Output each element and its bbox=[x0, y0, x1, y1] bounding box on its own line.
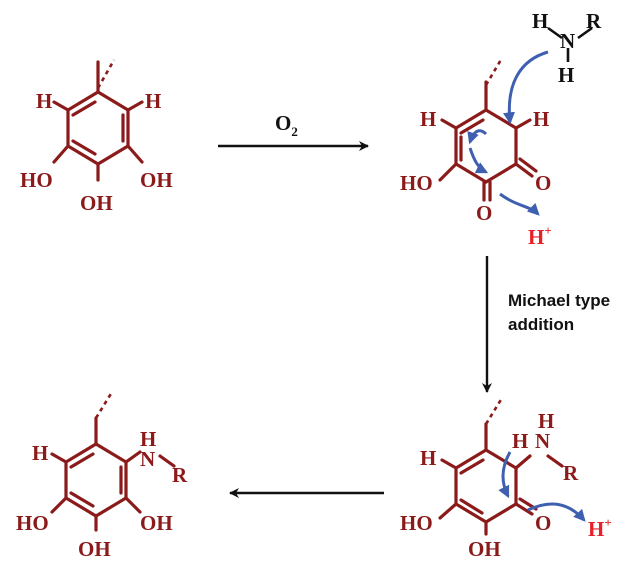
oxidation-arrow: O2 bbox=[218, 111, 369, 151]
hydroxyl-right: OH bbox=[140, 511, 173, 535]
hydroxyl-bottom: OH bbox=[80, 191, 113, 215]
michael-label-line1: Michael type bbox=[508, 291, 610, 310]
proton-top: H+ bbox=[528, 223, 552, 249]
pyrogallol-molecule: H H HO OH OH bbox=[20, 59, 173, 215]
hydroxyl-right: OH bbox=[140, 168, 173, 192]
quinone-molecule: H H HO O O H+ bbox=[400, 57, 552, 249]
proton-bottom: H+ bbox=[588, 515, 612, 541]
h-atom-left: H bbox=[32, 441, 48, 465]
amine-nitrogen: N bbox=[535, 429, 550, 453]
amine-nitrogen: N bbox=[560, 29, 575, 53]
h-atom-right: H bbox=[533, 107, 549, 131]
michael-adduct-molecule: H N H R H HO O OH H+ bbox=[400, 397, 612, 561]
amine-r-group: R bbox=[172, 463, 188, 487]
h-atom-right: H bbox=[145, 89, 161, 113]
amine-r-group: R bbox=[563, 461, 579, 485]
carbonyl-oxygen-bottom: O bbox=[476, 201, 492, 225]
amine-h-atom: H bbox=[538, 409, 554, 433]
carbonyl-oxygen: O bbox=[535, 511, 551, 535]
hydroxyl-left: HO bbox=[20, 168, 53, 192]
amine-nitrogen: N bbox=[140, 447, 155, 471]
michael-addition-arrow: Michael type addition bbox=[482, 256, 610, 393]
h-atom-left: H bbox=[36, 89, 52, 113]
hydroxyl-bottom: OH bbox=[78, 537, 111, 561]
michael-label-line2: addition bbox=[508, 315, 574, 334]
hydroxyl-left: HO bbox=[16, 511, 49, 535]
amine-h-top: H bbox=[532, 9, 548, 33]
h-atom-left: H bbox=[420, 446, 436, 470]
electron-flow-arrows-top bbox=[467, 50, 549, 216]
electron-flow-arrows-bottom bbox=[498, 451, 586, 522]
amino-pyrogallol-molecule: H N R H HO OH OH bbox=[16, 391, 188, 561]
hydroxyl-bottom: OH bbox=[468, 537, 501, 561]
hydroxyl-left: HO bbox=[400, 171, 433, 195]
amine-nucleophile: H N R H bbox=[532, 9, 602, 87]
hydroxyl-left: HO bbox=[400, 511, 433, 535]
h-atom-left: H bbox=[420, 107, 436, 131]
amine-h-atom: H bbox=[140, 427, 156, 451]
ring-h-atom: H bbox=[512, 429, 528, 453]
oxygen-label: O2 bbox=[275, 111, 298, 139]
amine-h-bottom: H bbox=[558, 63, 574, 87]
carbonyl-oxygen-right: O bbox=[535, 171, 551, 195]
amine-r-group: R bbox=[586, 9, 602, 33]
